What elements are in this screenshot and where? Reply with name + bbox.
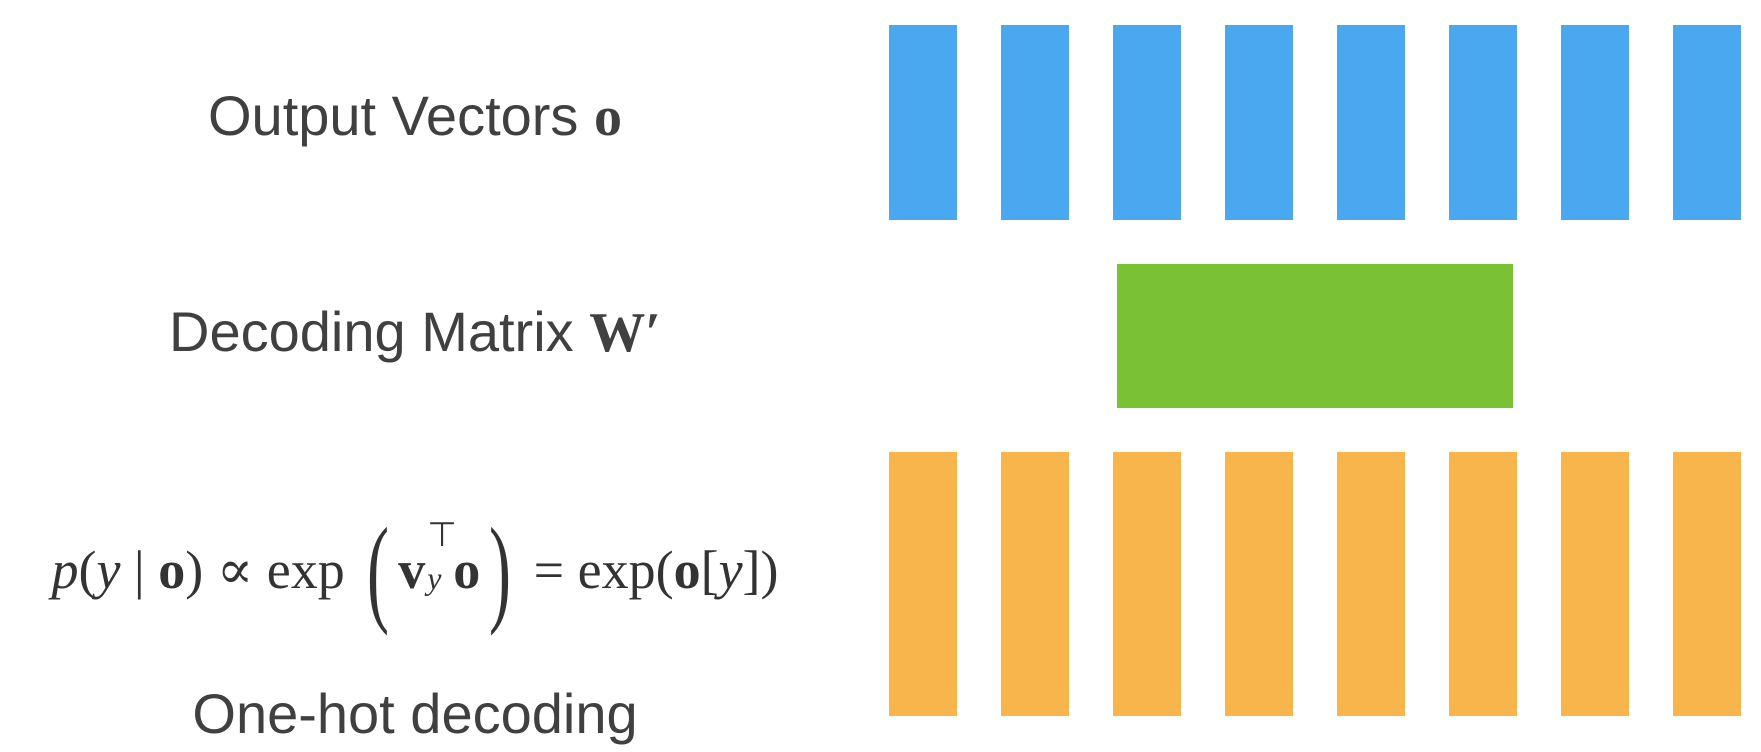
output-vectors-label: Output Vectors o: [0, 86, 830, 148]
decoding-matrix-block: [1117, 264, 1513, 408]
output-vector-bar-5: [1337, 25, 1405, 220]
output-vector-bar-4: [1225, 25, 1293, 220]
decoded-vector-bar-6: [1449, 452, 1517, 716]
decoded-vector-bar-4: [1225, 452, 1293, 716]
output-vector-bar-3: [1113, 25, 1181, 220]
output-vector-bars: [889, 25, 1741, 220]
output-vectors-text: Output Vectors: [208, 84, 579, 147]
decoding-matrix-label: Decoding Matrix W′: [0, 302, 830, 364]
decoded-vector-bar-5: [1337, 452, 1405, 716]
output-vector-bar-7: [1561, 25, 1629, 220]
decoding-matrix-text: Decoding Matrix: [169, 300, 574, 363]
decoded-vector-bar-2: [1001, 452, 1069, 716]
output-vector-bar-6: [1449, 25, 1517, 220]
decoded-vector-bar-7: [1561, 452, 1629, 716]
decoded-vector-bars: [889, 452, 1741, 716]
output-vector-bar-2: [1001, 25, 1069, 220]
one-hot-decoding-label: One-hot decoding: [192, 682, 638, 745]
decoded-vector-bar-3: [1113, 452, 1181, 716]
output-vector-bar-8: [1673, 25, 1741, 220]
decoding-matrix-symbol: W′: [589, 302, 661, 364]
decoded-vector-bar-8: [1673, 452, 1741, 716]
output-vectors-symbol: o: [594, 86, 622, 148]
decoded-vector-bar-1: [889, 452, 957, 716]
output-vector-bar-1: [889, 25, 957, 220]
